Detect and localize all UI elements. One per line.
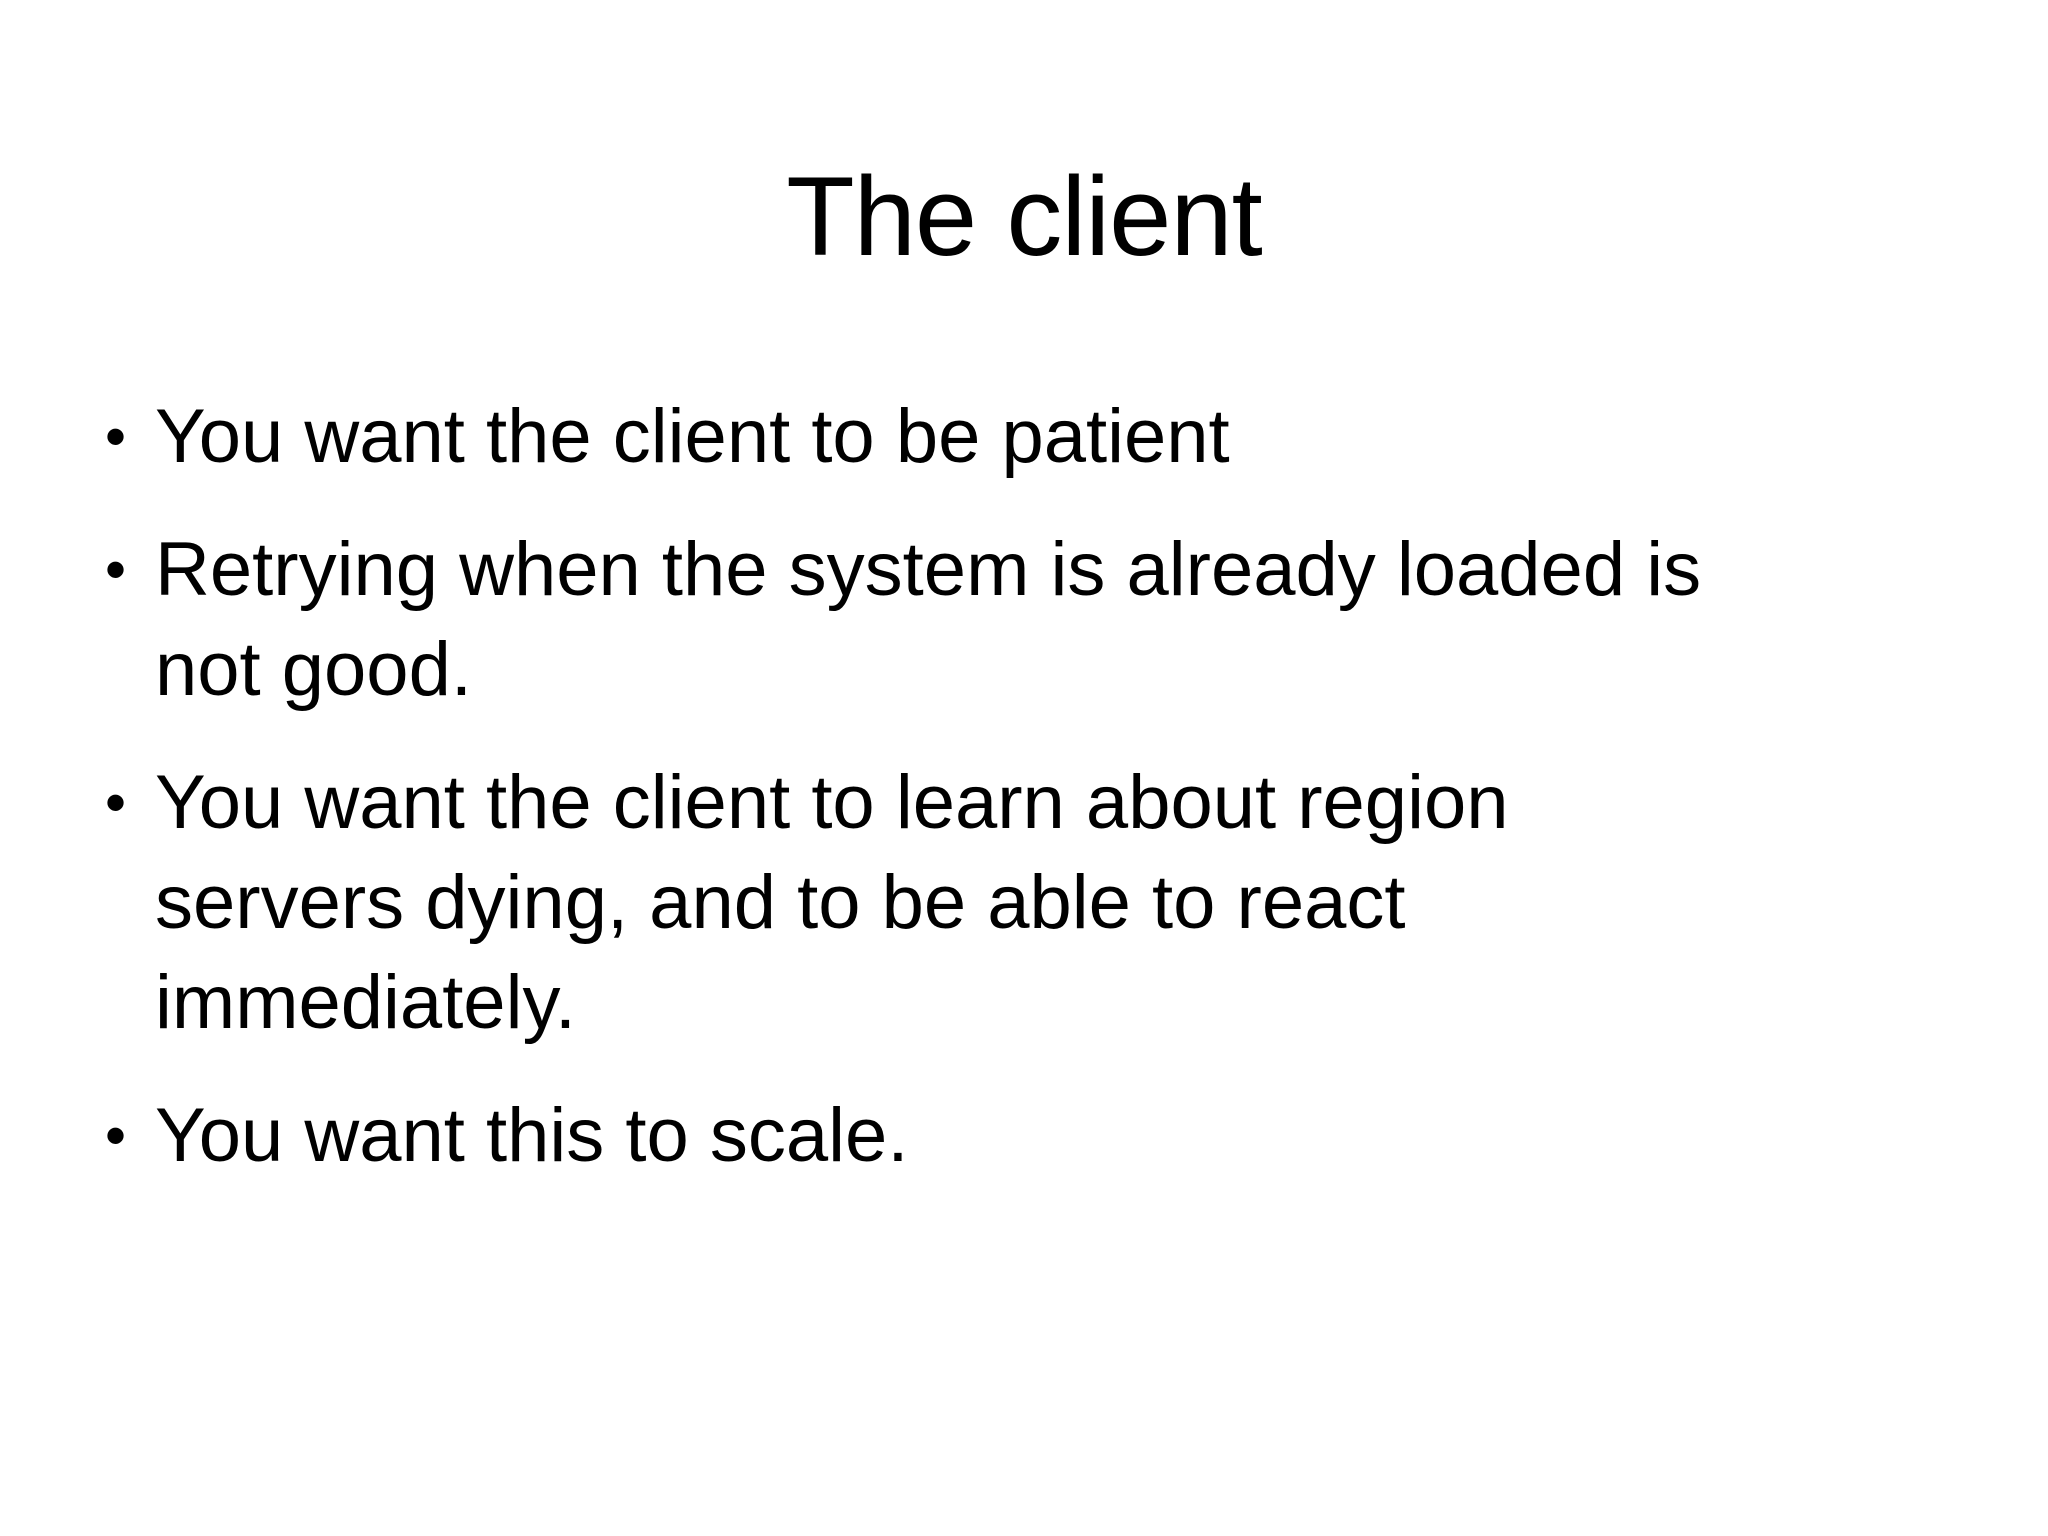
- bullet-item: • You want the client to learn about reg…: [105, 753, 1928, 1053]
- bullet-list: • You want the client to be patient • Re…: [105, 387, 1928, 1186]
- bullet-marker-icon: •: [105, 403, 127, 470]
- bullet-item: • You want the client to be patient: [105, 387, 1928, 487]
- bullet-marker-icon: •: [105, 1102, 127, 1169]
- bullet-marker-icon: •: [105, 769, 127, 836]
- bullet-marker-icon: •: [105, 536, 127, 603]
- bullet-text: Retrying when the system is already load…: [155, 527, 1702, 712]
- bullet-text: You want the client to be patient: [155, 394, 1230, 479]
- bullet-item: • You want this to scale.: [105, 1086, 1928, 1186]
- bullet-item: • Retrying when the system is already lo…: [105, 520, 1928, 720]
- bullet-text: You want the client to learn about regio…: [155, 760, 1509, 1045]
- bullet-text: You want this to scale.: [155, 1093, 909, 1178]
- slide-title: The client: [786, 154, 1263, 280]
